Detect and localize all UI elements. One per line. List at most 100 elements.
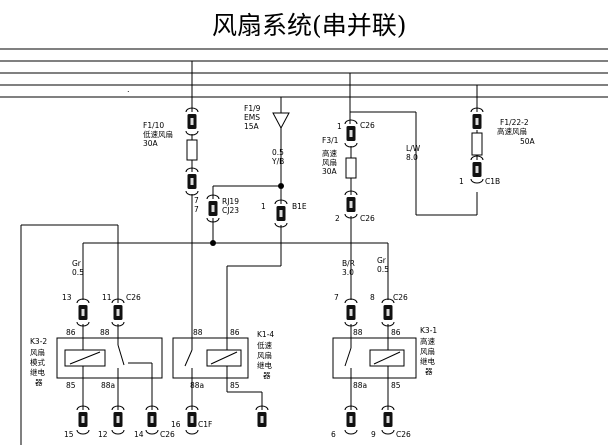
pin-7: 7 xyxy=(334,293,339,302)
pin-15: 15 xyxy=(64,430,74,439)
fuse-f1-9-group: F1/9 EMS 15A 0.5 Y/B xyxy=(244,97,290,189)
fuse-f1-9-name: EMS xyxy=(244,113,260,122)
relay-k1-4-id: K1-4 xyxy=(257,330,274,339)
relay-k3-1-line2: 风扇 xyxy=(420,346,435,356)
fuse-f3-1-name1: 高速 xyxy=(322,148,337,158)
wire-gr-left-color: Gr xyxy=(72,259,82,268)
relay-k3-2-terminal-86 xyxy=(76,298,90,327)
fuse-f1-9-symbol xyxy=(272,112,290,130)
relay-k1-4-line4: 器 xyxy=(263,371,271,380)
fuse-f1-10-top-terminal xyxy=(185,107,199,136)
pin-7-lower: 7 xyxy=(194,205,199,214)
fuse-f3-1-bottom-terminal xyxy=(344,190,358,219)
relay-k3-1-line1: 高速 xyxy=(420,336,435,346)
connector-c1f: C1F xyxy=(198,420,212,429)
relay-k3-2-t86: 86 xyxy=(66,328,76,337)
fuse-f3-1-symbol xyxy=(345,157,357,179)
relay-k3-1-t88: 88 xyxy=(353,328,363,337)
connector-c26-mid: C26 xyxy=(360,214,375,223)
relay-k3-1-id: K3-1 xyxy=(420,326,437,335)
fuse-f1-9-id: F1/9 xyxy=(244,104,261,113)
fuse-f3-1-name2: 风扇 xyxy=(322,157,337,167)
relay-k3-2-t85: 85 xyxy=(66,381,76,390)
relay-k3-1-line4: 器 xyxy=(425,367,433,376)
rj19-terminal xyxy=(206,194,220,223)
wire-gr-right-size: 0.5 xyxy=(377,265,389,274)
fuse-f3-1-rating: 30A xyxy=(322,167,338,176)
relay-k3-1-terminal-86 xyxy=(381,298,395,327)
connector-c26-k3-1-bottom: C26 xyxy=(396,430,411,439)
fuse-f1-22-id: F1/22-2 xyxy=(500,118,529,127)
page-title: 风扇系统(串并联) xyxy=(212,11,407,40)
b1e-terminal xyxy=(274,199,288,228)
relay-k3-1-t88a: 88a xyxy=(353,381,367,390)
connector-c26-k3-2: C26 xyxy=(126,293,141,302)
relay-k1-4-t88a: 88a xyxy=(190,381,204,390)
pin-7-upper: 7 xyxy=(194,196,199,205)
fuse-f1-10-id: F1/10 xyxy=(143,121,164,130)
relay-k1-4: 88 86 88a 85 K1-4 低速 风扇 继电 器 16 C1F xyxy=(171,328,274,435)
fuse-f1-22-group: F1/22-2 高速风扇 50A 1 C1B xyxy=(459,85,536,186)
connector-cj23: CJ23 xyxy=(222,206,239,215)
fuse-f1-22-name: 高速风扇 xyxy=(497,126,527,136)
pin-8: 8 xyxy=(370,293,375,302)
stray-dot: . xyxy=(127,85,130,94)
ems-branch: RJ19 CJ23 1 B1E xyxy=(206,185,307,330)
wire-lw-size: 8.0 xyxy=(406,153,418,162)
fuse-f1-22-bottom-terminal xyxy=(470,155,484,184)
wire-yb-size: 0.5 xyxy=(272,148,284,157)
fuse-f1-22-symbol xyxy=(471,132,483,156)
connector-c1b: C1B xyxy=(485,177,500,186)
pin-14: 14 xyxy=(134,430,144,439)
relay-k1-4-t85: 85 xyxy=(230,381,240,390)
relay-k3-2-terminal-88 xyxy=(111,298,125,327)
connector-rj19: RJ19 xyxy=(222,197,239,206)
gr-distribution-line: Gr 0.5 Gr 0.5 xyxy=(72,242,389,300)
pin-9: 9 xyxy=(371,430,376,439)
relay-k1-4-line2: 风扇 xyxy=(257,350,272,360)
relay-k3-2-t88a: 88a xyxy=(101,381,115,390)
wire-lw-loop: L/W 8.0 xyxy=(406,112,478,216)
fuse-f3-1-group: 1 C26 2 C26 F3/1 高速 风扇 30A B/R 3.0 xyxy=(322,73,416,300)
pin-13: 13 xyxy=(62,293,72,302)
relay-k3-2-t88: 88 xyxy=(100,328,110,337)
connector-c26-top: C26 xyxy=(360,121,375,130)
wire-yb-color: Y/B xyxy=(271,157,284,166)
relay-k3-1-terminal-88 xyxy=(344,298,358,327)
relay-k3-2: 13 11 C26 86 88 85 88a K3-2 风扇 模式 继电 器 1… xyxy=(20,224,175,445)
fuse-f1-10-group: F1/10 低速风扇 30A 7 7 xyxy=(143,61,199,330)
power-bus-lines xyxy=(0,48,608,98)
pin-16: 16 xyxy=(171,420,181,429)
wire-br-color: B/R xyxy=(342,259,355,268)
relay-k3-1-t85: 85 xyxy=(391,381,401,390)
relay-k3-1-t86: 86 xyxy=(391,328,401,337)
relay-k3-2-line3: 继电 xyxy=(30,367,45,377)
connector-c26-k3-2-bottom: C26 xyxy=(160,430,175,439)
fuse-f1-10-symbol xyxy=(186,139,198,161)
relay-k3-2-line1: 风扇 xyxy=(30,347,45,357)
fuse-f1-10-bottom-terminal xyxy=(185,167,199,196)
connector-b1e: B1E xyxy=(292,202,307,211)
wire-lw-color: L/W xyxy=(406,144,421,153)
pin-12: 12 xyxy=(98,430,108,439)
relay-k1-4-t88: 88 xyxy=(193,328,203,337)
pin-11: 11 xyxy=(102,293,112,302)
wire-gr-right-color: Gr xyxy=(377,256,387,265)
relay-k1-4-t86: 86 xyxy=(230,328,240,337)
fuse-f1-10-rating: 30A xyxy=(143,139,159,148)
relay-k3-2-id: K3-2 xyxy=(30,337,47,346)
wire-br-size: 3.0 xyxy=(342,268,354,277)
pin-6: 6 xyxy=(331,430,336,439)
relay-k3-2-line2: 模式 xyxy=(30,357,45,367)
pin-1-b1e: 1 xyxy=(261,202,266,211)
connector-c26-k3-1: C26 xyxy=(393,293,408,302)
relay-k3-1-line3: 继电 xyxy=(420,356,435,366)
pin-2-c26: 2 xyxy=(335,214,340,223)
relay-k1-4-line1: 低速 xyxy=(257,340,272,350)
relay-k3-1: 7 8 C26 88 86 88a 85 K3-1 高速 风扇 继电 器 6 9… xyxy=(331,293,437,439)
pin-1-c1b: 1 xyxy=(459,177,464,186)
fuse-f1-22-rating: 50A xyxy=(520,137,536,146)
fuse-f3-1-id: F3/1 xyxy=(322,136,339,145)
fuse-f1-10-name: 低速风扇 xyxy=(143,129,173,139)
